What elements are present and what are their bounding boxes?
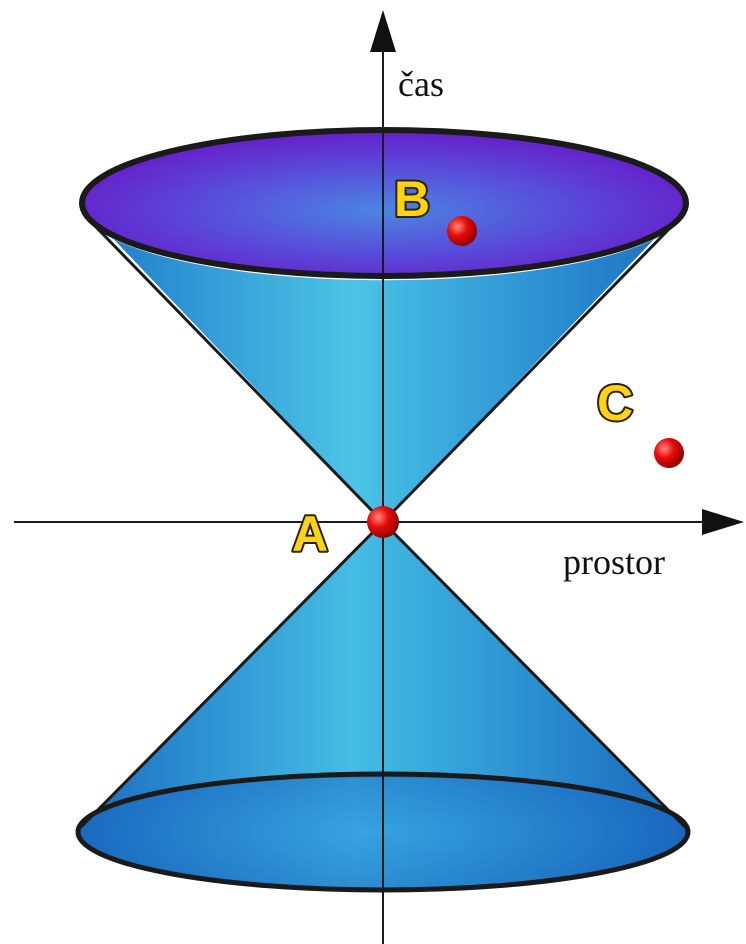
- time-axis-arrow-icon: [370, 10, 396, 52]
- space-axis-label: prostor: [563, 542, 665, 582]
- space-axis-arrow-icon: [702, 509, 744, 535]
- past-cone-edge-left: [78, 520, 385, 830]
- event-a-label: A: [292, 506, 328, 562]
- axes: čas prostor: [14, 10, 744, 944]
- event-b-label: B: [394, 171, 430, 227]
- event-b-dot: [447, 216, 477, 246]
- event-a-dot: [367, 506, 399, 538]
- future-cone-edge-right: [381, 224, 674, 524]
- future-cone-edge-left: [93, 224, 385, 524]
- time-axis-label: čas: [398, 64, 444, 104]
- event-c-dot: [654, 438, 684, 468]
- event-c-label: C: [597, 375, 633, 431]
- events: A B C: [290, 169, 684, 564]
- past-cone-edge-right: [381, 520, 688, 830]
